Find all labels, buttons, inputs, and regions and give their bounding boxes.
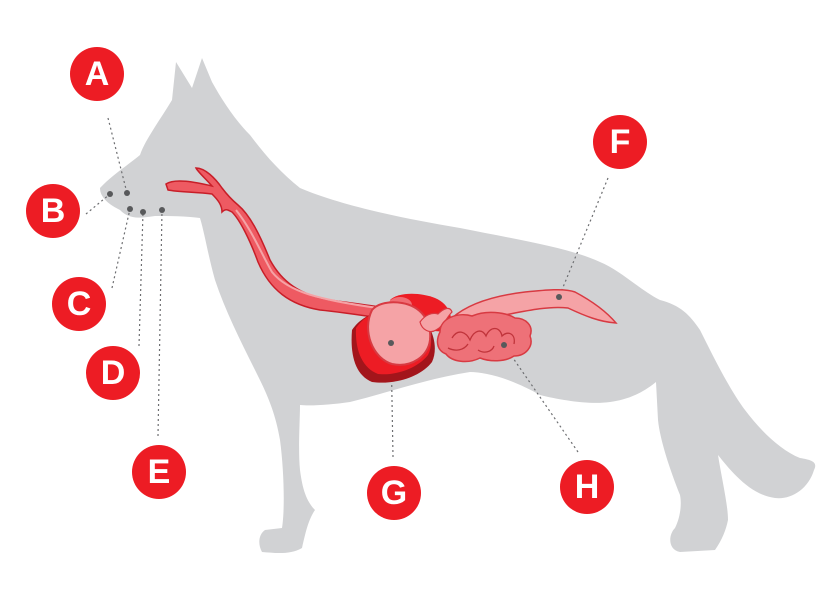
label-badge-f[interactable]: F [593,115,647,169]
esophagus [165,167,387,319]
pancreas [419,307,453,333]
label-f-text: F [609,123,631,161]
label-badge-c[interactable]: C [52,277,106,331]
label-b-text: B [40,192,66,230]
small-intestine [436,311,532,363]
label-h-text: H [574,468,600,506]
leader-line-b [85,193,111,215]
label-e-text: E [147,453,171,491]
label-badge-a[interactable]: A [70,47,124,101]
marker-dots [107,190,562,348]
marker-dot-g [388,340,394,346]
leader-line-d [138,211,144,347]
label-badge-d[interactable]: D [86,346,140,400]
marker-dot-b [107,191,113,197]
leader-line-f [558,177,609,298]
label-g-text: G [380,474,408,512]
leader-line-h [503,344,579,453]
label-badge-b[interactable]: B [26,184,80,238]
label-a-text: A [84,55,110,93]
marker-dot-a [124,190,130,196]
marker-dot-f [556,294,562,300]
label-c-text: C [66,285,92,323]
label-d-text: D [100,354,126,392]
stomach [367,301,432,366]
marker-dot-e [159,207,165,213]
leader-line-c [111,208,131,289]
marker-dot-c [127,206,133,212]
marker-dot-h [501,342,507,348]
leader-line-e [157,209,163,437]
marker-dot-d [140,209,146,215]
label-badge-h[interactable]: H [560,460,614,514]
label-badge-e[interactable]: E [132,445,186,499]
label-badge-g[interactable]: G [367,466,421,520]
dog-silhouette [100,58,816,554]
